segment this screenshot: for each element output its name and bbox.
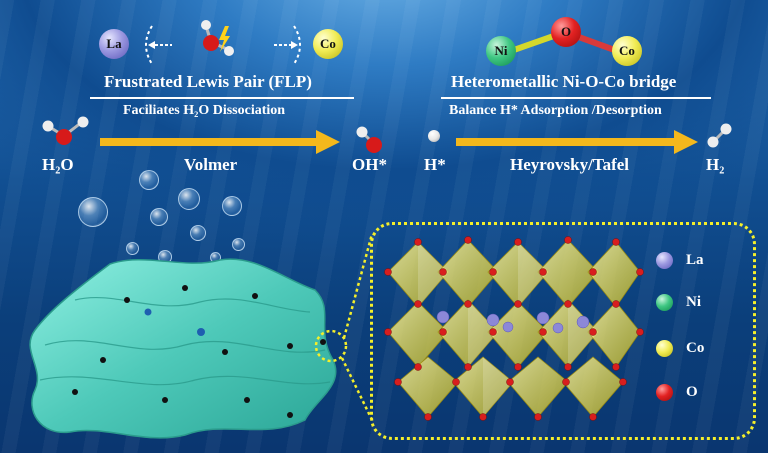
- bubble: [232, 238, 245, 251]
- legend-o-label: O: [686, 384, 698, 400]
- flp-divider: [90, 97, 354, 99]
- oh-label: OH*: [352, 155, 387, 174]
- bubble: [178, 188, 200, 210]
- legend-la-label: La: [686, 252, 704, 268]
- bubble: [126, 242, 139, 255]
- legend-la-icon: [656, 252, 673, 269]
- flp-subtitle: Faciliates H₂O Dissociation: [123, 103, 286, 118]
- heyrovsky-arrow: [456, 130, 698, 154]
- legend-ni-icon: [656, 294, 673, 311]
- volmer-label: Volmer: [184, 155, 238, 174]
- bubble: [139, 170, 159, 190]
- bridge-title: Heterometallic Ni-O-Co bridge: [451, 72, 677, 91]
- la-atom-icon: La: [99, 29, 129, 59]
- co-bridge-atom-icon: Co: [612, 36, 642, 66]
- co-atom-icon: Co: [313, 29, 343, 59]
- bridge-subtitle: Balance H* Adsorption /Desorption: [449, 103, 662, 118]
- zoom-connector: [314, 233, 374, 421]
- crystal-structure-panel: [370, 222, 756, 440]
- flp-title: Frustrated Lewis Pair (FLP): [104, 72, 312, 91]
- legend-o-icon: [656, 384, 673, 401]
- o-atom-icon: O: [551, 17, 581, 47]
- volmer-arrow: [100, 130, 340, 154]
- bubble: [222, 196, 242, 216]
- nanosheet-illustration: [29, 258, 337, 439]
- h-atom-icon: [428, 130, 440, 142]
- legend-ni-label: Ni: [686, 294, 701, 310]
- flp-arrows-right: [274, 25, 301, 65]
- legend-co-icon: [656, 340, 673, 357]
- h2o-label: H₂O: [42, 155, 74, 174]
- h-star-label: H*: [424, 155, 446, 174]
- water-molecule-icon: [201, 20, 234, 56]
- bubble: [150, 208, 168, 226]
- bubble: [78, 197, 108, 227]
- bubble: [190, 225, 206, 241]
- legend-co-label: Co: [686, 340, 705, 356]
- ni-atom-icon: Ni: [486, 36, 516, 66]
- perovskite-structure: [384, 236, 644, 421]
- oh-molecule-icon: [356, 126, 382, 153]
- bridge-divider: [441, 97, 711, 99]
- flp-arrows-left: [145, 25, 172, 65]
- h2-molecule-icon: [707, 123, 732, 148]
- heyrovsky-label: Heyrovsky/Tafel: [510, 155, 630, 174]
- h2-label: H₂: [706, 155, 725, 174]
- h2o-molecule-icon: [42, 116, 89, 145]
